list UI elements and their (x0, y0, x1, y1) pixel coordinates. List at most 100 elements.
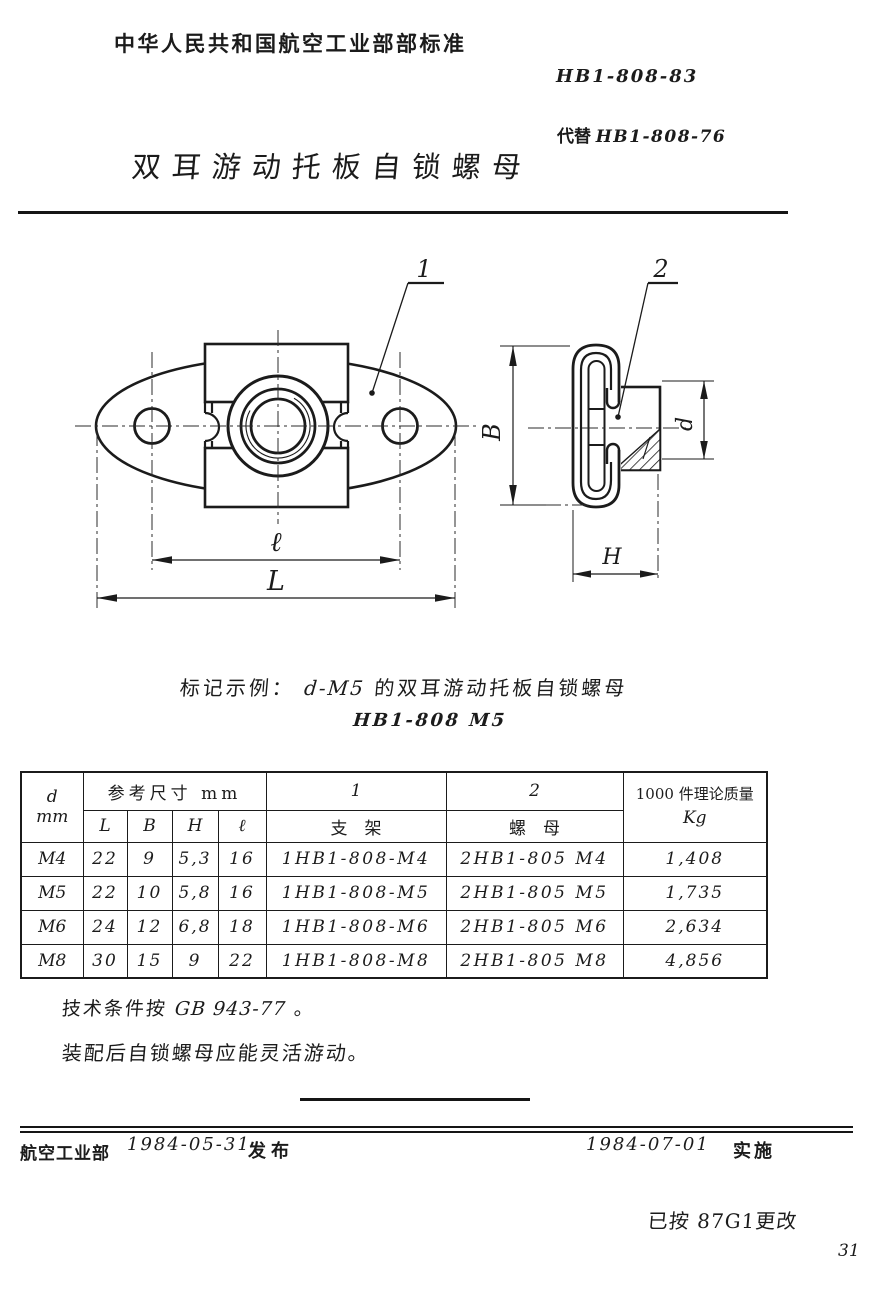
cell-nut-designation: 2HB1-805 M5 (445, 875, 624, 911)
col-header-ref-dims: 参考尺寸 mm (82, 771, 267, 811)
end-of-text-rule (300, 1098, 530, 1101)
cell-nut-designation: 2HB1-805 M6 (445, 909, 624, 945)
cell-d: M5 (20, 875, 84, 911)
cell-H: 5,8 (171, 875, 219, 911)
col-header-l-small: ℓ (217, 809, 267, 843)
cell-mass: 1,735 (622, 875, 768, 911)
cell-l: 18 (217, 909, 267, 945)
cell-B: 12 (126, 909, 173, 945)
col-header-mass-unit: Kg (682, 807, 707, 828)
table-header-row-1: d mm 参考尺寸 mm 1 2 1000 件理论质量 Kg (20, 771, 768, 843)
nut-edges-through-slot (588, 408, 605, 446)
replaced-standard-number: HB1-808-76 (595, 127, 727, 147)
right-view-section (571, 343, 662, 509)
dimension-B: B (478, 345, 570, 506)
callout-2: 2 (615, 255, 678, 420)
dim-label-B: B (478, 423, 506, 442)
footer-issue-date: 1984-05-31 (127, 1134, 251, 1155)
marking-example-prefix: 标记示例： (178, 676, 296, 700)
tech-note-1-prefix: 技术条件按 (60, 998, 168, 1020)
header-rule (18, 211, 788, 214)
tech-note-1-suffix: 。 (293, 998, 317, 1020)
bracket-outer-contour (571, 343, 621, 509)
bracket-hooks (605, 388, 621, 464)
bracket-silhouette (573, 345, 621, 507)
dimension-l-small: ℓ (152, 527, 400, 564)
col-header-bracket: 支 架 (265, 809, 447, 843)
cell-L: 30 (82, 943, 128, 979)
cell-H: 5,3 (171, 841, 219, 877)
footer-impl-label: 实施 (733, 1141, 775, 1161)
bracket-inner-contour (579, 351, 613, 501)
revision-annotation: 已按 87G1更改 (646, 1209, 799, 1233)
footer-impl-date: 1984-07-01 (586, 1134, 710, 1155)
marking-example-suffix: 的双耳游动托板自锁螺母 (373, 676, 629, 700)
table-row: M6 24 12 6,8 18 1HB1-808-M6 2HB1-805 M6 … (20, 909, 768, 945)
dimension-H: H (572, 510, 658, 582)
cell-d: M8 (20, 943, 84, 979)
cell-l: 16 (217, 841, 267, 877)
cell-bracket-designation: 1HB1-808-M6 (265, 909, 447, 945)
cell-B: 15 (126, 943, 173, 979)
dimension-L: L (97, 566, 455, 602)
cell-B: 9 (126, 841, 173, 877)
col-header-d: d mm (20, 771, 84, 843)
replaces-line: 代替 HB1-808-76 (557, 122, 726, 147)
footer-issue-label: 发布 (248, 1141, 294, 1161)
table-row: M8 30 15 9 22 1HB1-808-M8 2HB1-805 M8 4,… (20, 943, 768, 979)
footer-rule (20, 1126, 853, 1133)
cell-H: 9 (171, 943, 219, 979)
document-title: 双耳游动托板自锁螺母 (130, 150, 534, 184)
marking-example-designation: HB1-808 M5 (352, 710, 508, 731)
dimension-d: d (662, 380, 714, 460)
cage-right-notch (332, 411, 349, 443)
section-hatch (612, 427, 661, 471)
cell-L: 22 (82, 841, 128, 877)
right-view-centerlines (528, 427, 688, 582)
replaces-label: 代替 (557, 127, 591, 146)
tech-note-1-code: GB 943-77 (173, 998, 287, 1020)
thread-arc (245, 393, 311, 459)
page-number: 31 (838, 1241, 860, 1261)
cell-mass: 2,634 (622, 909, 768, 945)
cell-H: 6,8 (171, 909, 219, 945)
standard-number: HB1-808-83 (556, 66, 699, 87)
col-header-nut: 螺 母 (445, 809, 624, 843)
cell-L: 24 (82, 909, 128, 945)
col-header-1: 1 (265, 771, 447, 811)
cell-bracket-designation: 1HB1-808-M5 (265, 875, 447, 911)
col-header-d-unit: mm (36, 807, 69, 828)
table-row: M4 22 9 5,3 16 1HB1-808-M4 2HB1-805 M4 1… (20, 841, 768, 877)
countersink-edge (642, 436, 651, 460)
col-header-B: B (126, 809, 173, 843)
cell-bracket-designation: 1HB1-808-M4 (265, 841, 447, 877)
spec-table: d mm 参考尺寸 mm 1 2 1000 件理论质量 Kg L B H ℓ 支… (20, 771, 768, 979)
marking-example-line: 标记示例： d-M5 的双耳游动托板自锁螺母 (179, 672, 629, 701)
standard-body-name: 中华人民共和国航空工业部部标准 (114, 33, 467, 56)
cell-d: M6 (20, 909, 84, 945)
bracket-slot (587, 360, 606, 492)
col-header-2: 2 (445, 771, 624, 811)
cage-right-wall (339, 402, 350, 448)
cell-bracket-designation: 1HB1-808-M8 (265, 943, 447, 979)
callout-1-label: 1 (416, 255, 431, 283)
tech-note-1: 技术条件按 GB 943-77 。 (61, 994, 317, 1021)
col-header-d-symbol: d (46, 787, 58, 808)
tech-note-2: 装配后自锁螺母应能灵活游动。 (60, 1041, 371, 1065)
footer-issuer: 航空工业部 (20, 1144, 110, 1163)
dim-label-H: H (601, 545, 622, 570)
cell-nut-designation: 2HB1-805 M4 (445, 841, 624, 877)
dim-label-d: d (673, 417, 698, 431)
dim-label-L: L (266, 566, 285, 597)
cage-left-wall (203, 402, 214, 448)
col-header-L: L (82, 809, 128, 843)
callout-1: 1 (369, 255, 444, 396)
callout-2-label: 2 (652, 255, 668, 283)
left-view-centerlines (75, 330, 478, 608)
cell-mass: 4,856 (622, 943, 768, 979)
table-header-row-2: L B H ℓ 支 架 螺 母 (21, 809, 767, 843)
cell-L: 22 (82, 875, 128, 911)
marking-example-code: d-M5 (303, 676, 367, 700)
cell-d: M4 (20, 841, 84, 877)
